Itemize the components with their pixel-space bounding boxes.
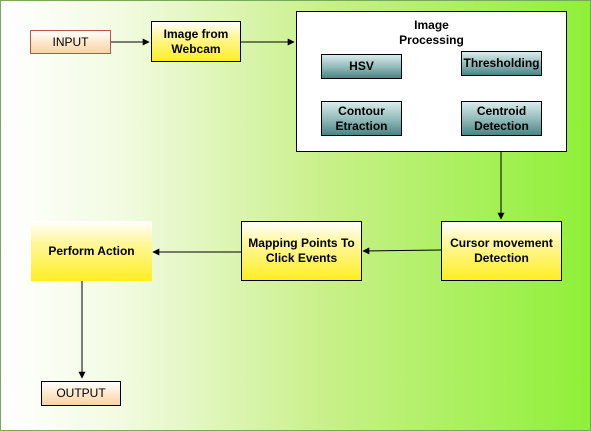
- centroid-node: Centroid Detection: [461, 101, 542, 136]
- centroid-label: Centroid Detection: [474, 103, 529, 133]
- contour-node: Contour Etraction: [321, 101, 402, 136]
- mapping-label: Mapping Points To Click Events: [248, 236, 355, 265]
- webcam-node: Image from Webcam: [151, 21, 241, 62]
- hsv-node: HSV: [321, 54, 402, 79]
- image-processing-title: Image Processing: [399, 18, 464, 47]
- arrow-cursor-to-mapping: [362, 247, 442, 255]
- output-label: OUTPUT: [56, 386, 106, 400]
- hsv-label: HSV: [349, 59, 374, 73]
- perform-action-node: Perform Action: [31, 221, 152, 281]
- thresholding-node: Thresholding: [461, 51, 542, 76]
- perform-action-label: Perform Action: [48, 243, 135, 258]
- cursor-detection-label: Cursor movement Detection: [450, 236, 553, 265]
- webcam-label: Image from Webcam: [163, 26, 229, 56]
- mapping-node: Mapping Points To Click Events: [241, 221, 362, 281]
- output-node: OUTPUT: [41, 381, 121, 406]
- thresholding-label: Thresholding: [463, 56, 540, 70]
- cursor-detection-node: Cursor movement Detection: [441, 221, 562, 281]
- input-label: INPUT: [52, 34, 89, 49]
- input-node: INPUT: [30, 30, 111, 54]
- contour-label: Contour Etraction: [335, 103, 388, 133]
